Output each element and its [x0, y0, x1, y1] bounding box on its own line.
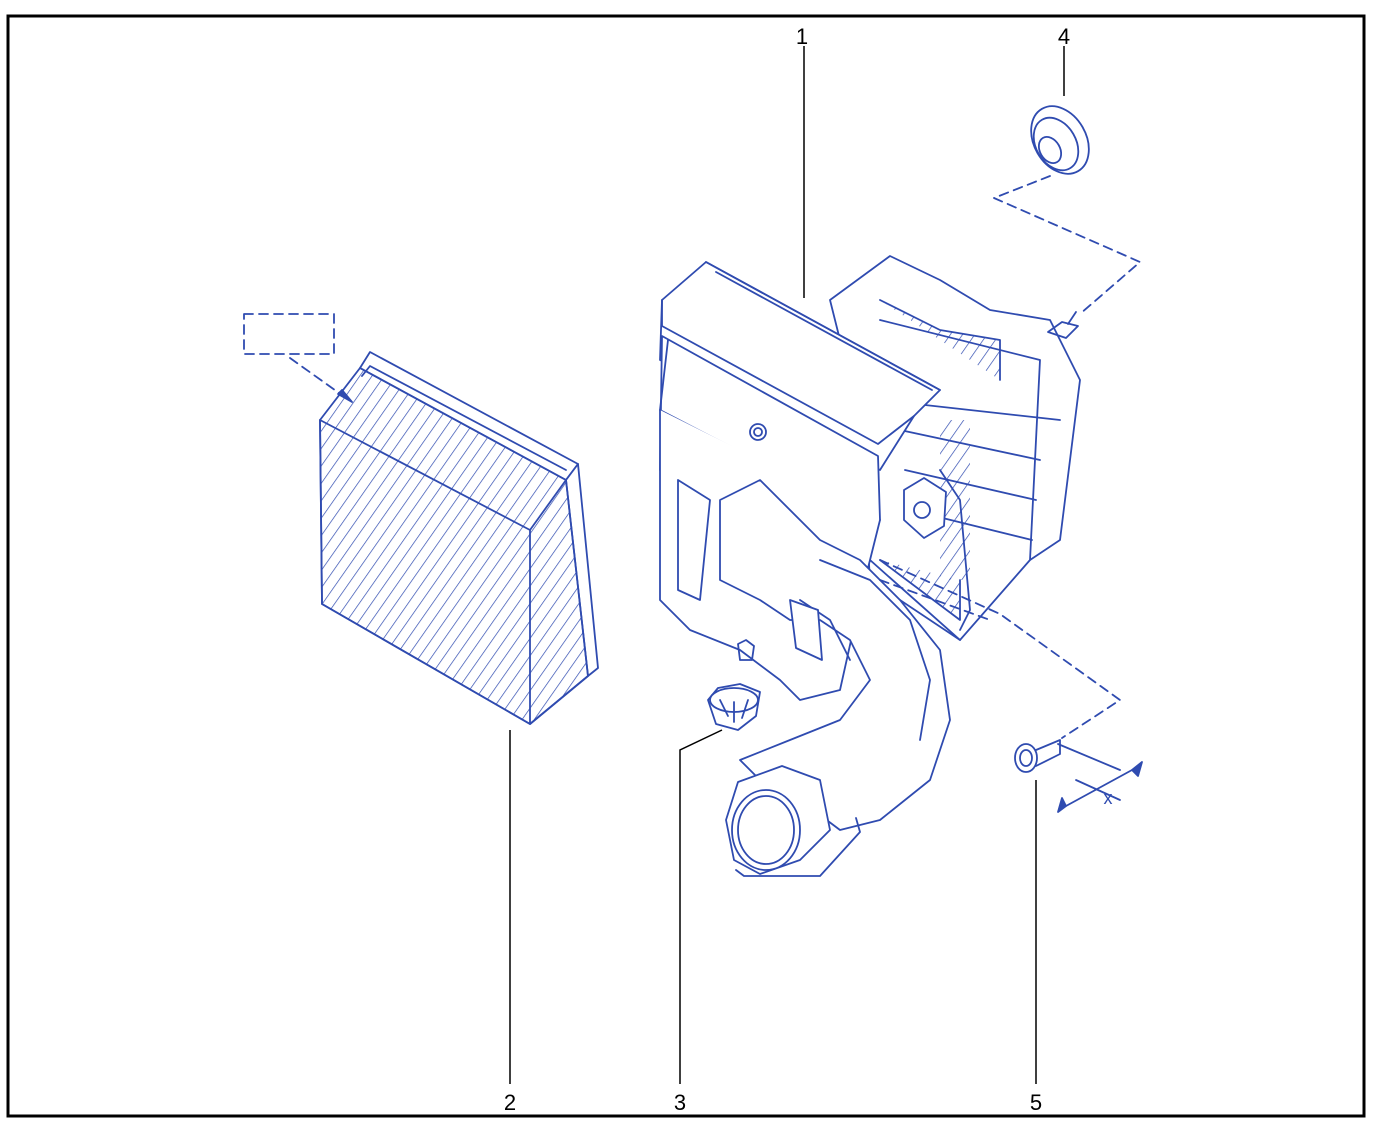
leader-dashed-5 [879, 559, 1121, 739]
bolt [1014, 739, 1061, 773]
callout-4: 4 [1058, 24, 1070, 49]
dimension-x [1057, 743, 1143, 813]
callout-3: 3 [674, 1090, 686, 1115]
air-cleaner-housing [659, 255, 1081, 877]
callout-5: 5 [1030, 1090, 1042, 1115]
dimension-label-x: x [1104, 788, 1113, 808]
air-filter-element [243, 313, 599, 725]
callout-2: 2 [504, 1090, 516, 1115]
callout-1: 1 [796, 24, 808, 49]
grommet-upper [1030, 105, 1090, 175]
insertion-arrow [289, 357, 347, 399]
callout-leader-3 [679, 729, 723, 1084]
leader-dashed-4 [993, 175, 1141, 315]
reference-box-dashed [243, 313, 335, 355]
grommet-lower [707, 683, 761, 731]
diagram-border [6, 14, 1366, 1118]
